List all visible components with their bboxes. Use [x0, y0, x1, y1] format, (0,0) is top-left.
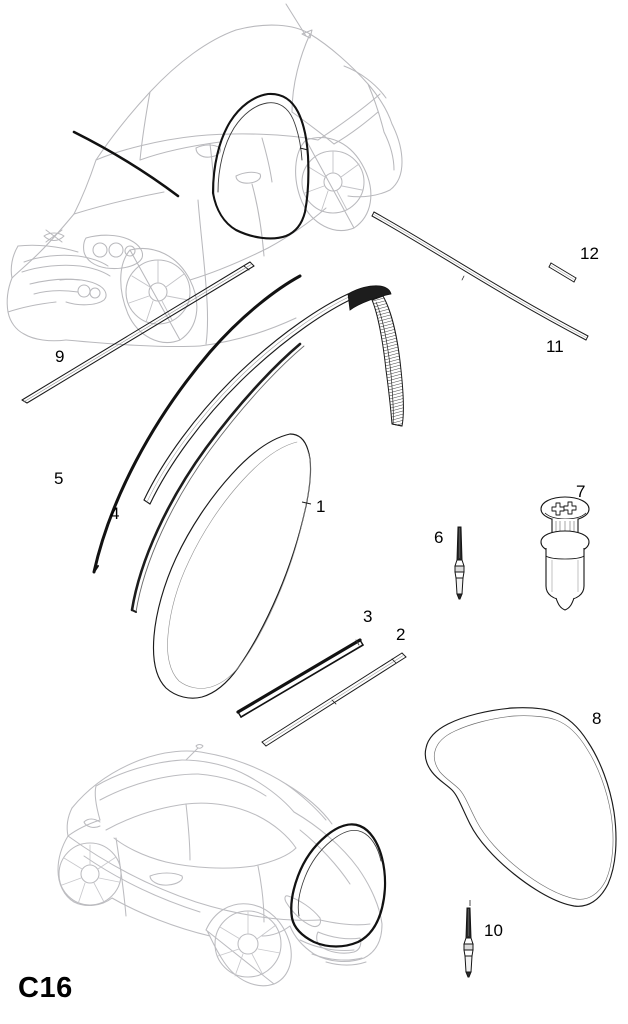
- part-1-door-aperture-seal-loop: [152, 433, 312, 699]
- part-10-retaining-pin: [463, 907, 474, 978]
- part-3-window-belt-weatherstrip: [236, 638, 364, 718]
- vehicle-rear-three-quarter-view: [57, 743, 383, 987]
- seal-join-marker-vehicle: [299, 147, 309, 151]
- part-6-retaining-clip-small: [454, 526, 465, 600]
- part-4-roof-drip-moulding-inner: [130, 342, 305, 613]
- part-9-windscreen-side-moulding: [21, 261, 255, 404]
- callout-11: 11: [546, 337, 564, 356]
- part-2-window-guide-strip-outer: [261, 652, 407, 747]
- part-12-seal-joint-sleeve: [548, 262, 577, 283]
- part-5-roof-drip-moulding-outer: [92, 274, 302, 574]
- callout-9: 9: [55, 347, 65, 366]
- highlight-windscreen-seal-on-vehicle: [72, 130, 180, 198]
- callout-4: 4: [110, 504, 120, 523]
- callout-6: 6: [434, 528, 444, 547]
- callout-1: 1: [316, 497, 326, 516]
- section-code-label: C16: [18, 972, 73, 1004]
- callout-10: 10: [484, 921, 503, 940]
- part-1-seal-corner-cap: [347, 285, 392, 311]
- part-1-callout-tick: [301, 501, 312, 505]
- highlight-door-seal-on-vehicle: [211, 92, 310, 240]
- callout-8: 8: [592, 709, 602, 728]
- part-1-door-seal-upper-run: [143, 293, 355, 505]
- vehicle-front-three-quarter-view: [6, 3, 403, 348]
- highlight-tailgate-seal-on-vehicle: [290, 823, 387, 948]
- callout-12: 12: [580, 244, 599, 263]
- callout-7: 7: [576, 482, 586, 501]
- part-8-tailgate-aperture-seal: [424, 707, 617, 907]
- part-1-pillar-hatched-section: [371, 295, 404, 427]
- part-11-roof-rail-weatherstrip: [371, 211, 589, 341]
- part-7-push-in-fastener: [540, 496, 590, 611]
- callout-5: 5: [54, 469, 64, 488]
- callout-3: 3: [363, 607, 373, 626]
- callout-2: 2: [396, 625, 406, 644]
